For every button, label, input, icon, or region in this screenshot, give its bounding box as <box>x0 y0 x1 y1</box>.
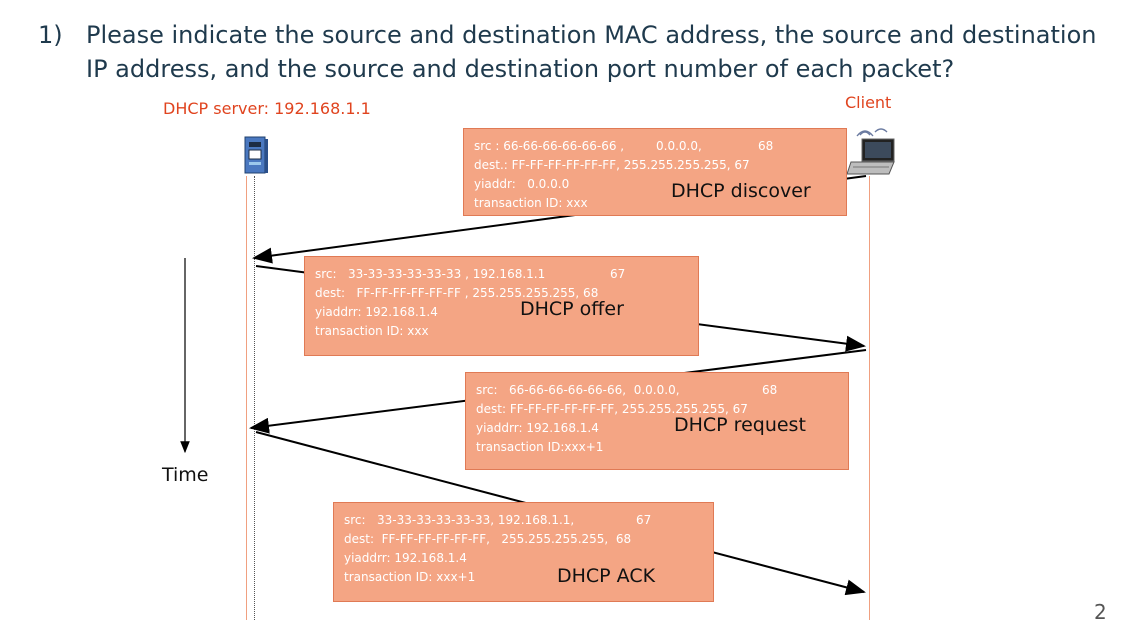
offer-box: src: 33-33-33-33-33-33 , 192.168.1.1 67 … <box>304 256 699 356</box>
server-label: DHCP server: 192.168.1.1 <box>163 99 371 118</box>
discover-title: DHCP discover <box>671 180 811 202</box>
time-label: Time <box>162 464 209 486</box>
discover-transaction-id: transaction ID: xxx <box>474 196 588 210</box>
ack-src-row: src: 33-33-33-33-33-33, 192.168.1.1, 67 <box>344 511 713 530</box>
offer-dest: dest: FF-FF-FF-FF-FF-FF , 255.255.255.25… <box>315 286 599 300</box>
offer-src: src: 33-33-33-33-33-33 , 192.168.1.1 <box>315 267 546 281</box>
discover-dest: dest.: FF-FF-FF-FF-FF-FF, 255.255.255.25… <box>474 158 750 172</box>
ack-title: DHCP ACK <box>557 565 656 587</box>
offer-src-port: 67 <box>610 267 626 281</box>
server-dotted-lifeline <box>254 176 255 620</box>
ack-yiaddr: yiaddrr: 192.168.1.4 <box>344 551 467 565</box>
question-line-2: IP address, and the source and destinati… <box>86 55 955 83</box>
client-lifeline <box>869 176 870 620</box>
offer-title: DHCP offer <box>520 298 624 320</box>
question-number: 1) <box>38 21 63 49</box>
request-dest: dest: FF-FF-FF-FF-FF-FF, 255.255.255.255… <box>476 402 748 416</box>
question-line-1: Please indicate the source and destinati… <box>86 21 1097 49</box>
server-lifeline <box>246 176 247 620</box>
discover-src-row: src : 66-66-66-66-66-66 , 0.0.0.0, 68 <box>474 137 846 156</box>
request-transaction-id: transaction ID:xxx+1 <box>476 440 604 454</box>
discover-yiaddr: yiaddr: 0.0.0.0 <box>474 177 570 191</box>
ack-src-port: 67 <box>636 513 652 527</box>
ack-src: src: 33-33-33-33-33-33, 192.168.1.1, <box>344 513 575 527</box>
request-src-port: 68 <box>762 383 778 397</box>
client-label: Client <box>845 93 892 112</box>
page-number: 2 <box>1094 600 1107 624</box>
discover-src: src : 66-66-66-66-66-66 , <box>474 139 625 153</box>
server-icon <box>244 136 268 174</box>
offer-transaction-id: transaction ID: xxx <box>315 324 429 338</box>
request-title: DHCP request <box>674 414 806 436</box>
offer-yiaddr: yiaddrr: 192.168.1.4 <box>315 305 438 319</box>
discover-src-port: 68 <box>758 139 774 153</box>
request-src: src: 66-66-66-66-66-66, 0.0.0.0, <box>476 383 680 397</box>
laptop-icon <box>846 128 895 175</box>
ack-box: src: 33-33-33-33-33-33, 192.168.1.1, 67 … <box>333 502 714 602</box>
offer-src-row: src: 33-33-33-33-33-33 , 192.168.1.1 67 <box>315 265 698 284</box>
discover-box: src : 66-66-66-66-66-66 , 0.0.0.0, 68 de… <box>463 128 847 216</box>
request-box: src: 66-66-66-66-66-66, 0.0.0.0, 68 dest… <box>465 372 849 470</box>
discover-src-ip: 0.0.0.0, <box>656 139 702 153</box>
request-yiaddr: yiaddrr: 192.168.1.4 <box>476 421 599 435</box>
ack-transaction-id: transaction ID: xxx+1 <box>344 570 476 584</box>
ack-dest: dest: FF-FF-FF-FF-FF-FF, 255.255.255.255… <box>344 532 632 546</box>
request-src-row: src: 66-66-66-66-66-66, 0.0.0.0, 68 <box>476 381 848 400</box>
